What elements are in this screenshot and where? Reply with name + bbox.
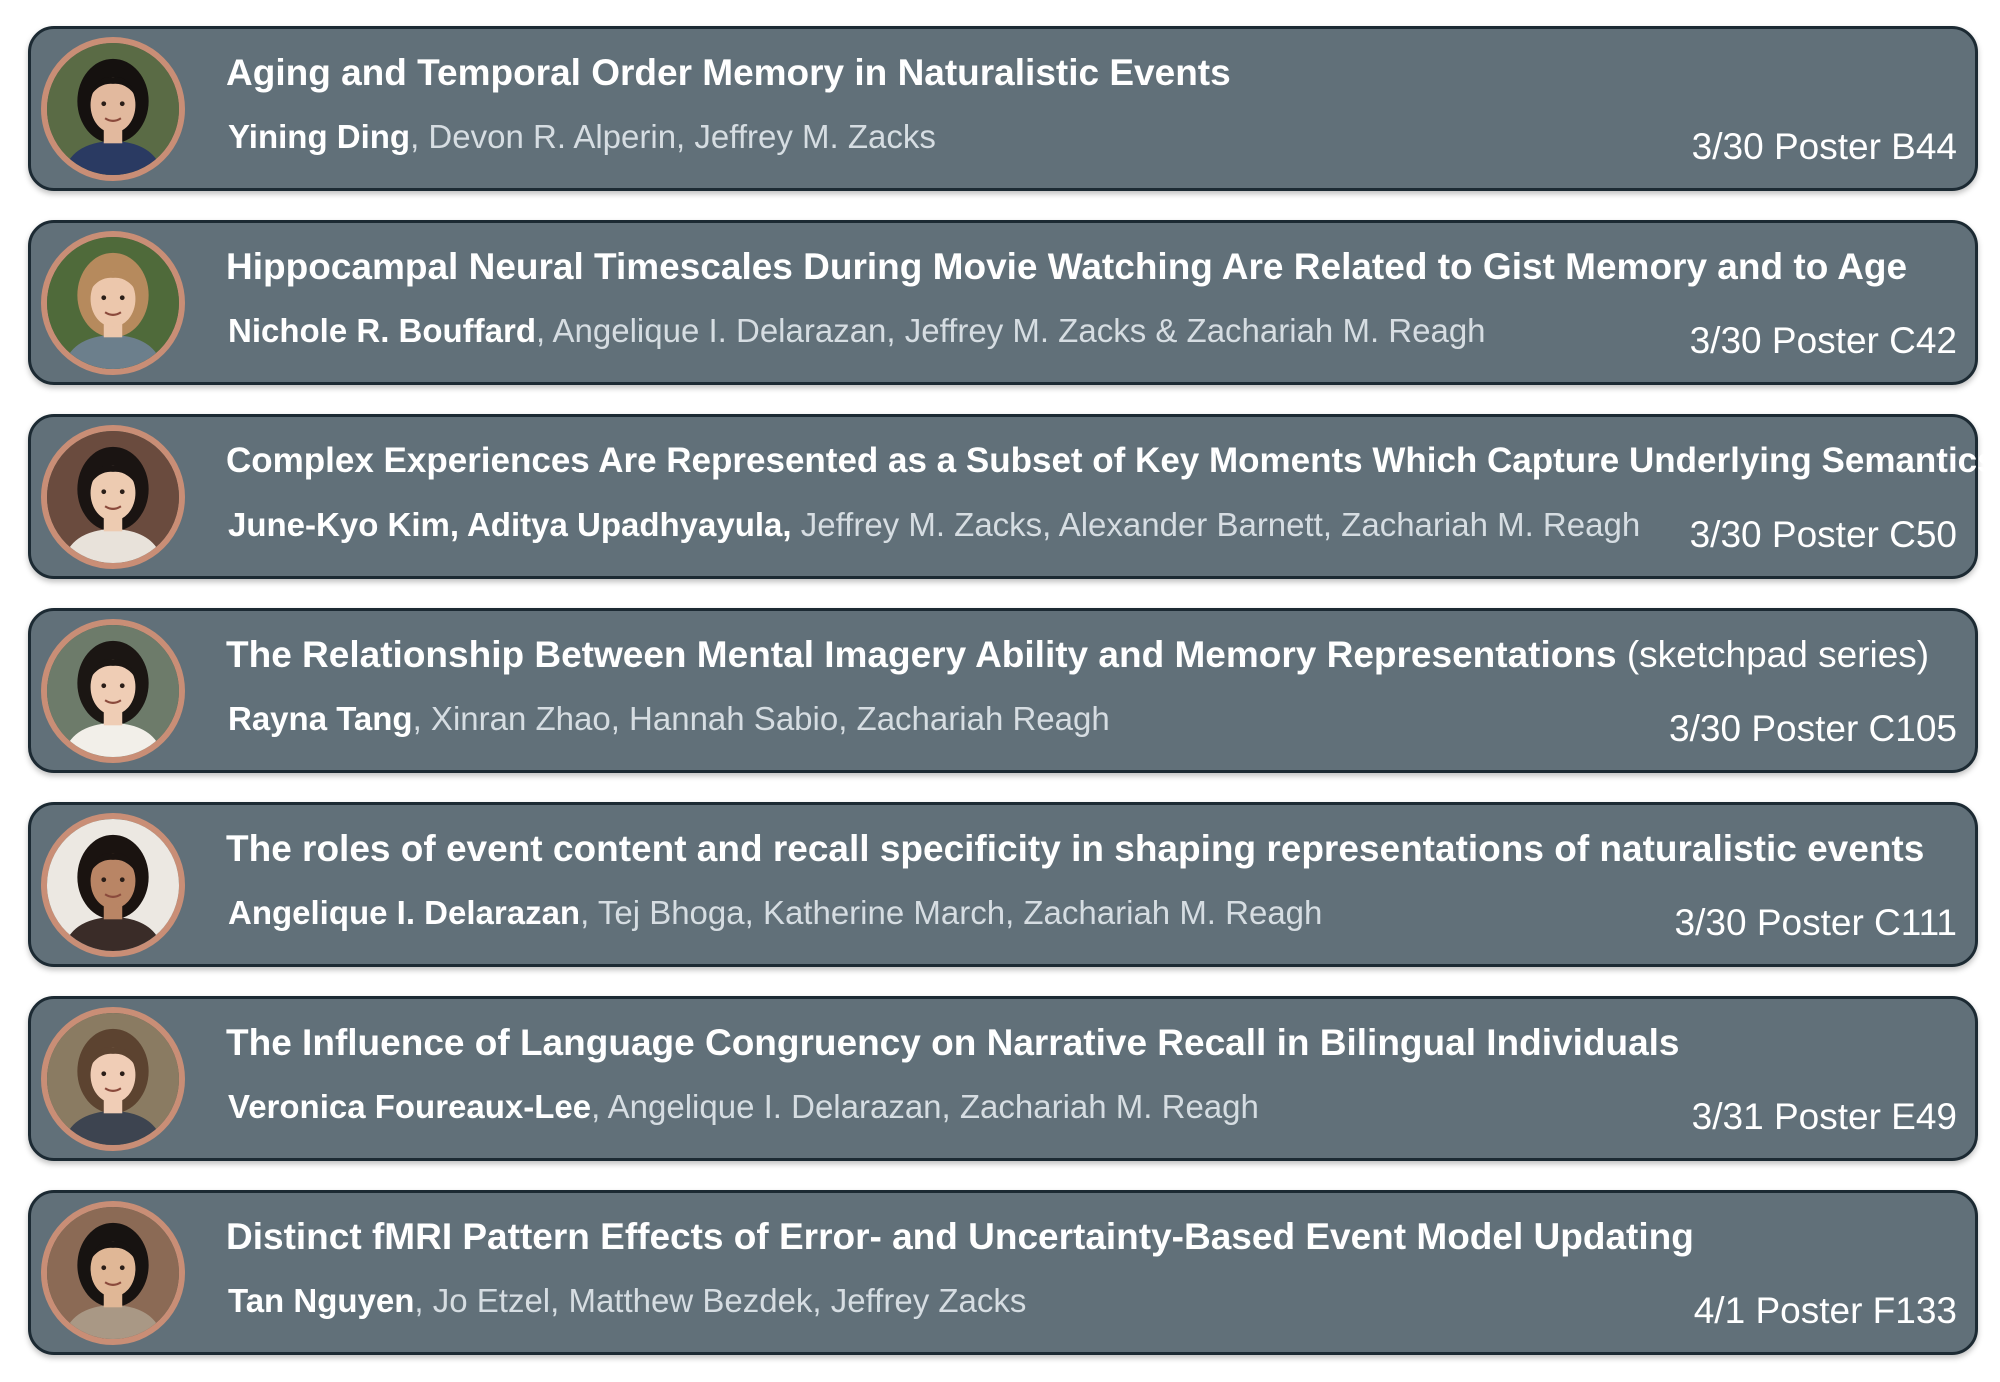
portrait-icon	[47, 431, 179, 563]
co-authors: , Angelique I. Delarazan, Zachariah M. R…	[591, 1088, 1259, 1125]
presenter-photo-avatar	[41, 1201, 185, 1345]
co-authors: , Tej Bhoga, Katherine March, Zachariah …	[580, 894, 1323, 931]
lead-author: June-Kyo Kim, Aditya Upadhyayula,	[228, 506, 792, 543]
poster-session: 3/31 Poster E49	[1691, 1096, 1957, 1137]
poster-title: The Influence of Language Congruency on …	[226, 1022, 1680, 1063]
poster-title: Aging and Temporal Order Memory in Natur…	[226, 52, 1231, 93]
poster-card: The Influence of Language Congruency on …	[28, 996, 1978, 1161]
lead-author: Nichole R. Bouffard	[228, 312, 537, 349]
lead-author: Tan Nguyen	[228, 1282, 415, 1319]
portrait-icon	[47, 1207, 179, 1339]
poster-authors: Yining Ding, Devon R. Alperin, Jeffrey M…	[228, 117, 936, 157]
poster-authors: Rayna Tang, Xinran Zhao, Hannah Sabio, Z…	[228, 699, 1110, 739]
poster-title: Hippocampal Neural Timescales During Mov…	[226, 246, 1908, 287]
poster-authors: Tan Nguyen, Jo Etzel, Matthew Bezdek, Je…	[228, 1281, 1026, 1321]
poster-session: 3/30 Poster B44	[1691, 126, 1957, 167]
portrait-icon	[47, 625, 179, 757]
lead-author: Angelique I. Delarazan	[228, 894, 581, 931]
portrait-icon	[47, 1013, 179, 1145]
poster-authors: Veronica Foureaux-Lee, Angelique I. Dela…	[228, 1087, 1259, 1127]
co-authors: , Xinran Zhao, Hannah Sabio, Zachariah R…	[412, 700, 1110, 737]
portrait-icon	[47, 819, 179, 951]
lead-author: Rayna Tang	[228, 700, 413, 737]
co-authors: Jeffrey M. Zacks, Alexander Barnett, Zac…	[791, 506, 1641, 543]
presenter-photo-avatar	[41, 1007, 185, 1151]
presenter-photo-avatar	[41, 425, 185, 569]
poster-title: The Relationship Between Mental Imagery …	[226, 634, 1930, 675]
presenter-photo-avatar	[41, 231, 185, 375]
poster-card: Complex Experiences Are Represented as a…	[28, 414, 1997, 579]
presenter-photo-avatar	[41, 37, 185, 181]
co-authors: , Angelique I. Delarazan, Jeffrey M. Zac…	[536, 312, 1486, 349]
poster-title: Distinct fMRI Pattern Effects of Error- …	[226, 1216, 1694, 1257]
poster-card: The roles of event content and recall sp…	[28, 802, 1978, 967]
presenter-photo-avatar	[41, 813, 185, 957]
poster-card: Aging and Temporal Order Memory in Natur…	[28, 26, 1978, 191]
poster-card: Hippocampal Neural Timescales During Mov…	[28, 220, 1978, 385]
portrait-icon	[47, 237, 179, 369]
poster-title: Complex Experiences Are Represented as a…	[226, 441, 1997, 480]
poster-card: The Relationship Between Mental Imagery …	[28, 608, 1978, 773]
presenter-photo-avatar	[41, 619, 185, 763]
lead-author: Yining Ding	[228, 118, 411, 155]
poster-authors: Angelique I. Delarazan, Tej Bhoga, Kathe…	[228, 893, 1322, 933]
portrait-icon	[47, 43, 179, 175]
poster-session: 3/30 Poster C111	[1674, 902, 1957, 943]
poster-card: Distinct fMRI Pattern Effects of Error- …	[28, 1190, 1978, 1355]
co-authors: , Jo Etzel, Matthew Bezdek, Jeffrey Zack…	[414, 1282, 1027, 1319]
poster-session: 3/30 Poster C50	[1689, 514, 1957, 555]
poster-authors: Nichole R. Bouffard, Angelique I. Delara…	[228, 311, 1486, 351]
lead-author: Veronica Foureaux-Lee	[228, 1088, 592, 1125]
poster-authors: June-Kyo Kim, Aditya Upadhyayula, Jeffre…	[228, 505, 1640, 545]
poster-session: 4/1 Poster F133	[1693, 1290, 1957, 1331]
poster-title: The roles of event content and recall sp…	[226, 828, 1925, 869]
poster-session: 3/30 Poster C42	[1689, 320, 1957, 361]
co-authors: , Devon R. Alperin, Jeffrey M. Zacks	[410, 118, 936, 155]
poster-session: 3/30 Poster C105	[1669, 708, 1957, 749]
